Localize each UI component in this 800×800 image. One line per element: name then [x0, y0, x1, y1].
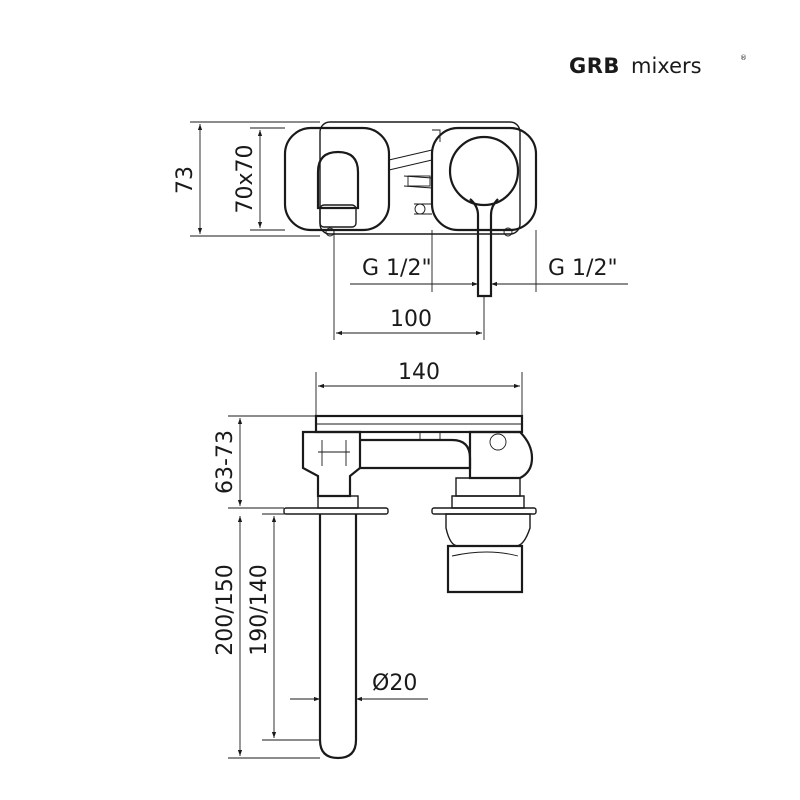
brand-name-bold: GRB: [569, 54, 620, 78]
spout-rosette: [283, 507, 389, 515]
mounting-plate: [319, 121, 521, 235]
spout-cover-plate: [283, 126, 391, 232]
spout-nut: [317, 495, 359, 509]
lever-hub: [448, 135, 520, 207]
dim-spout-diameter: Ø20: [372, 671, 417, 696]
mixer-body: [468, 430, 534, 480]
lever-handle: [469, 198, 499, 298]
side-view: 140 63-73 200/150 190/140 Ø20: [213, 360, 537, 760]
connecting-pipe: [360, 438, 472, 470]
brand-name-light: mixers: [631, 54, 702, 78]
spout-base: [319, 204, 357, 228]
front-view: 73 70x70 G 1/2" G 1/2" 100: [173, 121, 628, 340]
brand-logo: GRB mixers ®: [569, 54, 747, 78]
dim-center-distance: 100: [390, 307, 432, 332]
mixer-cover-plate: [430, 126, 538, 232]
mixer-rosette: [431, 507, 537, 515]
spout-outlet: [316, 150, 360, 210]
lever-cap: [446, 544, 524, 594]
dim-height-total: 73: [173, 166, 198, 194]
dim-depth: 140: [398, 360, 440, 385]
dim-connection-right: G 1/2": [548, 256, 618, 281]
dim-wall-depth: 63-73: [213, 430, 238, 494]
dim-spout-outer: 200/150: [213, 564, 238, 655]
dim-connection-left: G 1/2": [362, 256, 432, 281]
internal-pipe: [388, 149, 433, 171]
dim-plate-size: 70x70: [233, 144, 258, 213]
registered-mark: ®: [740, 54, 747, 62]
dim-spout-inner: 190/140: [247, 564, 272, 655]
spout-body: [301, 430, 362, 498]
cartridge-housing: [445, 513, 531, 547]
spout-tube: [318, 514, 358, 760]
